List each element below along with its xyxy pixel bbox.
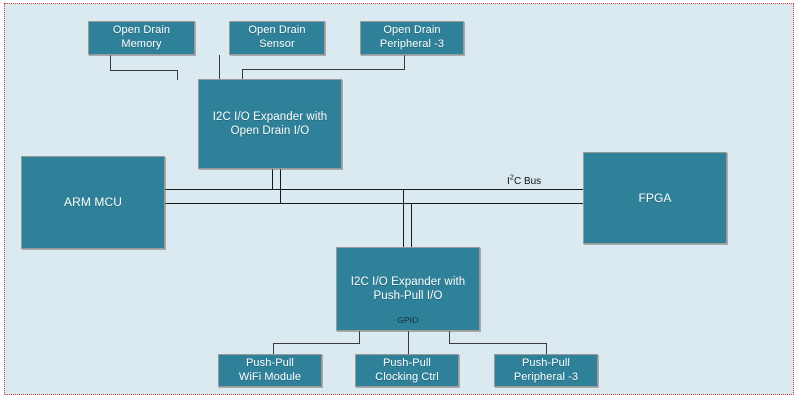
connector-memory-vertical-2 [177,70,178,80]
connector-pp-peripheral-vertical-2 [546,343,547,357]
i2c-bus-label-suffix: C Bus [513,176,542,187]
connector-pp-peripheral-vertical-1 [449,331,450,343]
block-open-drain-memory[interactable]: Open Drain Memory [88,21,195,55]
block-push-pull-wifi-label: Push-Pull WiFi Module [238,356,302,383]
block-fpga-label: FPGA [638,190,672,205]
bus-line-scl [165,189,587,190]
block-arm-mcu[interactable]: ARM MCU [21,156,165,249]
block-push-pull-peripheral-label: Push-Pull Peripheral -3 [513,356,579,383]
bus-drop-open-drain-2 [280,168,281,204]
diagram-page: I2C Bus Open Drain Memory Open Drain Sen… [4,3,794,395]
gpio-label: GPIO [397,315,419,326]
block-fpga[interactable]: FPGA [583,152,727,244]
i2c-bus-label-superscript: 2 [509,172,514,182]
connector-clocking-vertical [408,331,409,357]
block-open-drain-peripheral-label: Open Drain Peripheral -3 [379,24,445,50]
connector-memory-horizontal [110,70,177,71]
connector-sensor-vertical [219,55,220,80]
block-push-pull-peripheral[interactable]: Push-Pull Peripheral -3 [494,354,598,387]
block-open-drain-peripheral[interactable]: Open Drain Peripheral -3 [360,21,464,55]
i2c-bus-label-prefix: I [507,176,510,187]
block-open-drain-sensor[interactable]: Open Drain Sensor [229,21,325,55]
connector-memory-vertical-1 [110,55,111,70]
bus-drop-push-pull-1 [403,190,404,248]
connector-wifi-vertical-1 [359,331,360,343]
connector-peripheral-vertical-1 [404,55,405,69]
connector-pp-peripheral-horizontal [449,343,546,344]
connector-peripheral-vertical-2 [242,69,243,80]
block-expander-push-pull-label: I2C I/O Expander with Push-Pull I/O [350,275,466,302]
block-open-drain-sensor-label: Open Drain Sensor [248,24,306,50]
connector-peripheral-horizontal [242,69,405,70]
block-push-pull-wifi[interactable]: Push-Pull WiFi Module [218,354,322,387]
i2c-bus-label: I2C Bus [507,172,542,187]
bus-drop-push-pull-2 [411,204,412,248]
block-arm-mcu-label: ARM MCU [63,195,123,209]
block-push-pull-clocking-label: Push-Pull Clocking Ctrl [375,356,439,383]
connector-wifi-horizontal [273,343,360,344]
bus-line-sda [165,203,587,204]
block-expander-push-pull[interactable]: I2C I/O Expander with Push-Pull I/O GPIO [336,247,480,331]
block-expander-open-drain-label: I2C I/O Expander with Open Drain I/O [212,110,328,137]
block-open-drain-memory-label: Open Drain Memory [112,24,171,50]
bus-drop-open-drain-1 [272,168,273,190]
connector-wifi-vertical-2 [273,343,274,357]
block-push-pull-clocking[interactable]: Push-Pull Clocking Ctrl [355,354,459,387]
block-expander-open-drain[interactable]: I2C I/O Expander with Open Drain I/O [198,79,342,169]
